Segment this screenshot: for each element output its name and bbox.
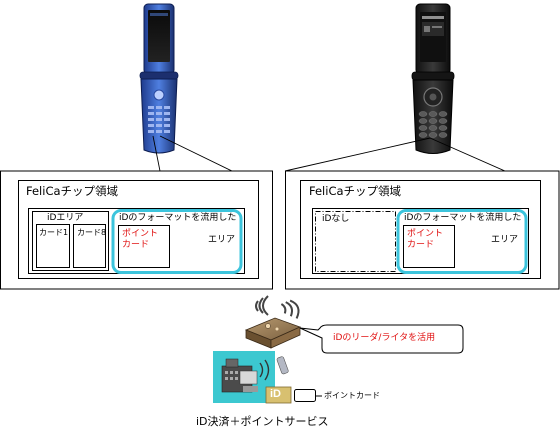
no-id-label: iDなし — [322, 214, 350, 224]
reader-writer-icon — [244, 317, 302, 349]
right-format-label: iDのフォーマットを流用した — [404, 213, 522, 223]
right-chip-title: FeliCaチップ領域 — [309, 184, 402, 198]
left-callout-line-left — [0, 135, 161, 172]
left-point-card-label: ポイント カード — [122, 229, 159, 250]
right-highlight-outline — [396, 209, 528, 274]
blue-phone-image — [139, 3, 179, 154]
no-id-box — [315, 211, 396, 272]
black-phone-image — [411, 3, 455, 154]
left-area-label: エリア — [208, 235, 236, 245]
right-area-label: エリア — [491, 235, 519, 245]
handheld-phone-icon — [276, 356, 289, 375]
left-chip-title: FeliCaチップ領域 — [26, 184, 119, 198]
signal-waves-icon — [255, 295, 300, 319]
reader-callout-bubble — [299, 324, 464, 354]
point-card-legend-label: ポイントカード — [324, 391, 380, 400]
right-panel — [285, 170, 560, 290]
left-callout-line-right — [159, 135, 273, 172]
reader-callout-text: iDのリーダ/ライタを活用 — [333, 333, 436, 343]
id-logo-icon — [265, 386, 292, 404]
left-panel — [0, 170, 273, 290]
callout-lines — [0, 135, 559, 172]
id-area-label: iDエリア — [47, 213, 84, 223]
id-logo-text: iD — [270, 388, 281, 400]
right-callout-line-left — [284, 137, 431, 172]
card1-label: カード1 — [39, 228, 69, 237]
point-card-legend-swatch — [294, 389, 316, 402]
diagram-caption: iD決済＋ポイントサービス — [196, 415, 329, 428]
left-format-label: iDのフォーマットを流用した — [119, 213, 237, 223]
left-highlight-outline — [111, 209, 243, 274]
card2-box — [73, 224, 106, 268]
card1-box — [36, 224, 70, 268]
right-point-card-box — [403, 225, 455, 268]
card2-label: カード8 — [77, 228, 107, 237]
payment-terminal-icon — [213, 351, 275, 403]
left-point-card-box — [118, 225, 170, 268]
right-point-card-label: ポイント カード — [407, 229, 444, 250]
